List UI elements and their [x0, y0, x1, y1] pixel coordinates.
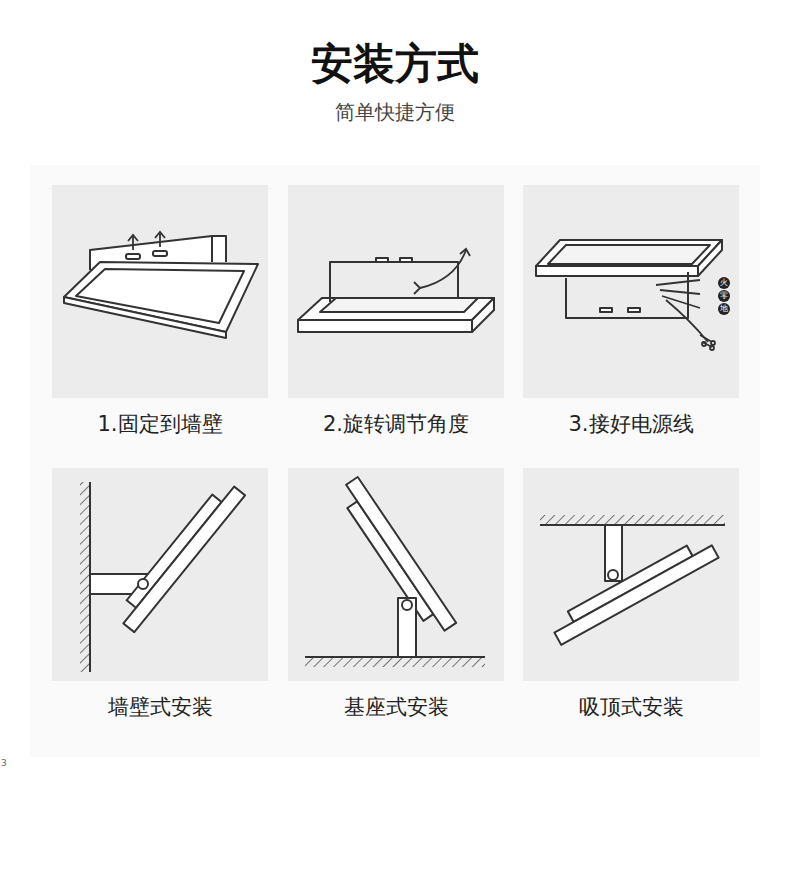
install-panel: 1.固定到墙壁	[52, 185, 268, 398]
ground	[30, 165, 760, 757]
step-caption: 吸顶式安装	[503, 694, 759, 720]
install-panel: 3.接好电源线	[523, 185, 739, 398]
step-caption: 3.接好电源线	[503, 411, 759, 437]
step-caption: 墙壁式安装	[32, 694, 288, 720]
install-panel: 基座式安装	[288, 468, 504, 681]
arrows-wires	[128, 232, 715, 350]
step-caption: 基座式安装	[268, 694, 524, 720]
step-caption: 2.旋转调节角度	[268, 411, 524, 437]
title: 安装方式	[0, 38, 790, 90]
step-caption: 1.固定到墙壁	[32, 411, 288, 437]
wire-dots	[718, 277, 730, 315]
install-panel: 2.旋转调节角度	[288, 185, 504, 398]
install-panel: 吸顶式安装	[523, 468, 739, 681]
install-panel: 墙壁式安装	[52, 468, 268, 681]
page-mark: 3	[1, 757, 7, 769]
wire-label: 地	[718, 303, 730, 315]
lamps	[64, 236, 725, 672]
wire-label: 零	[718, 290, 730, 302]
wire-label: 火	[718, 277, 730, 289]
subtitle: 简单快捷方便	[0, 99, 790, 125]
